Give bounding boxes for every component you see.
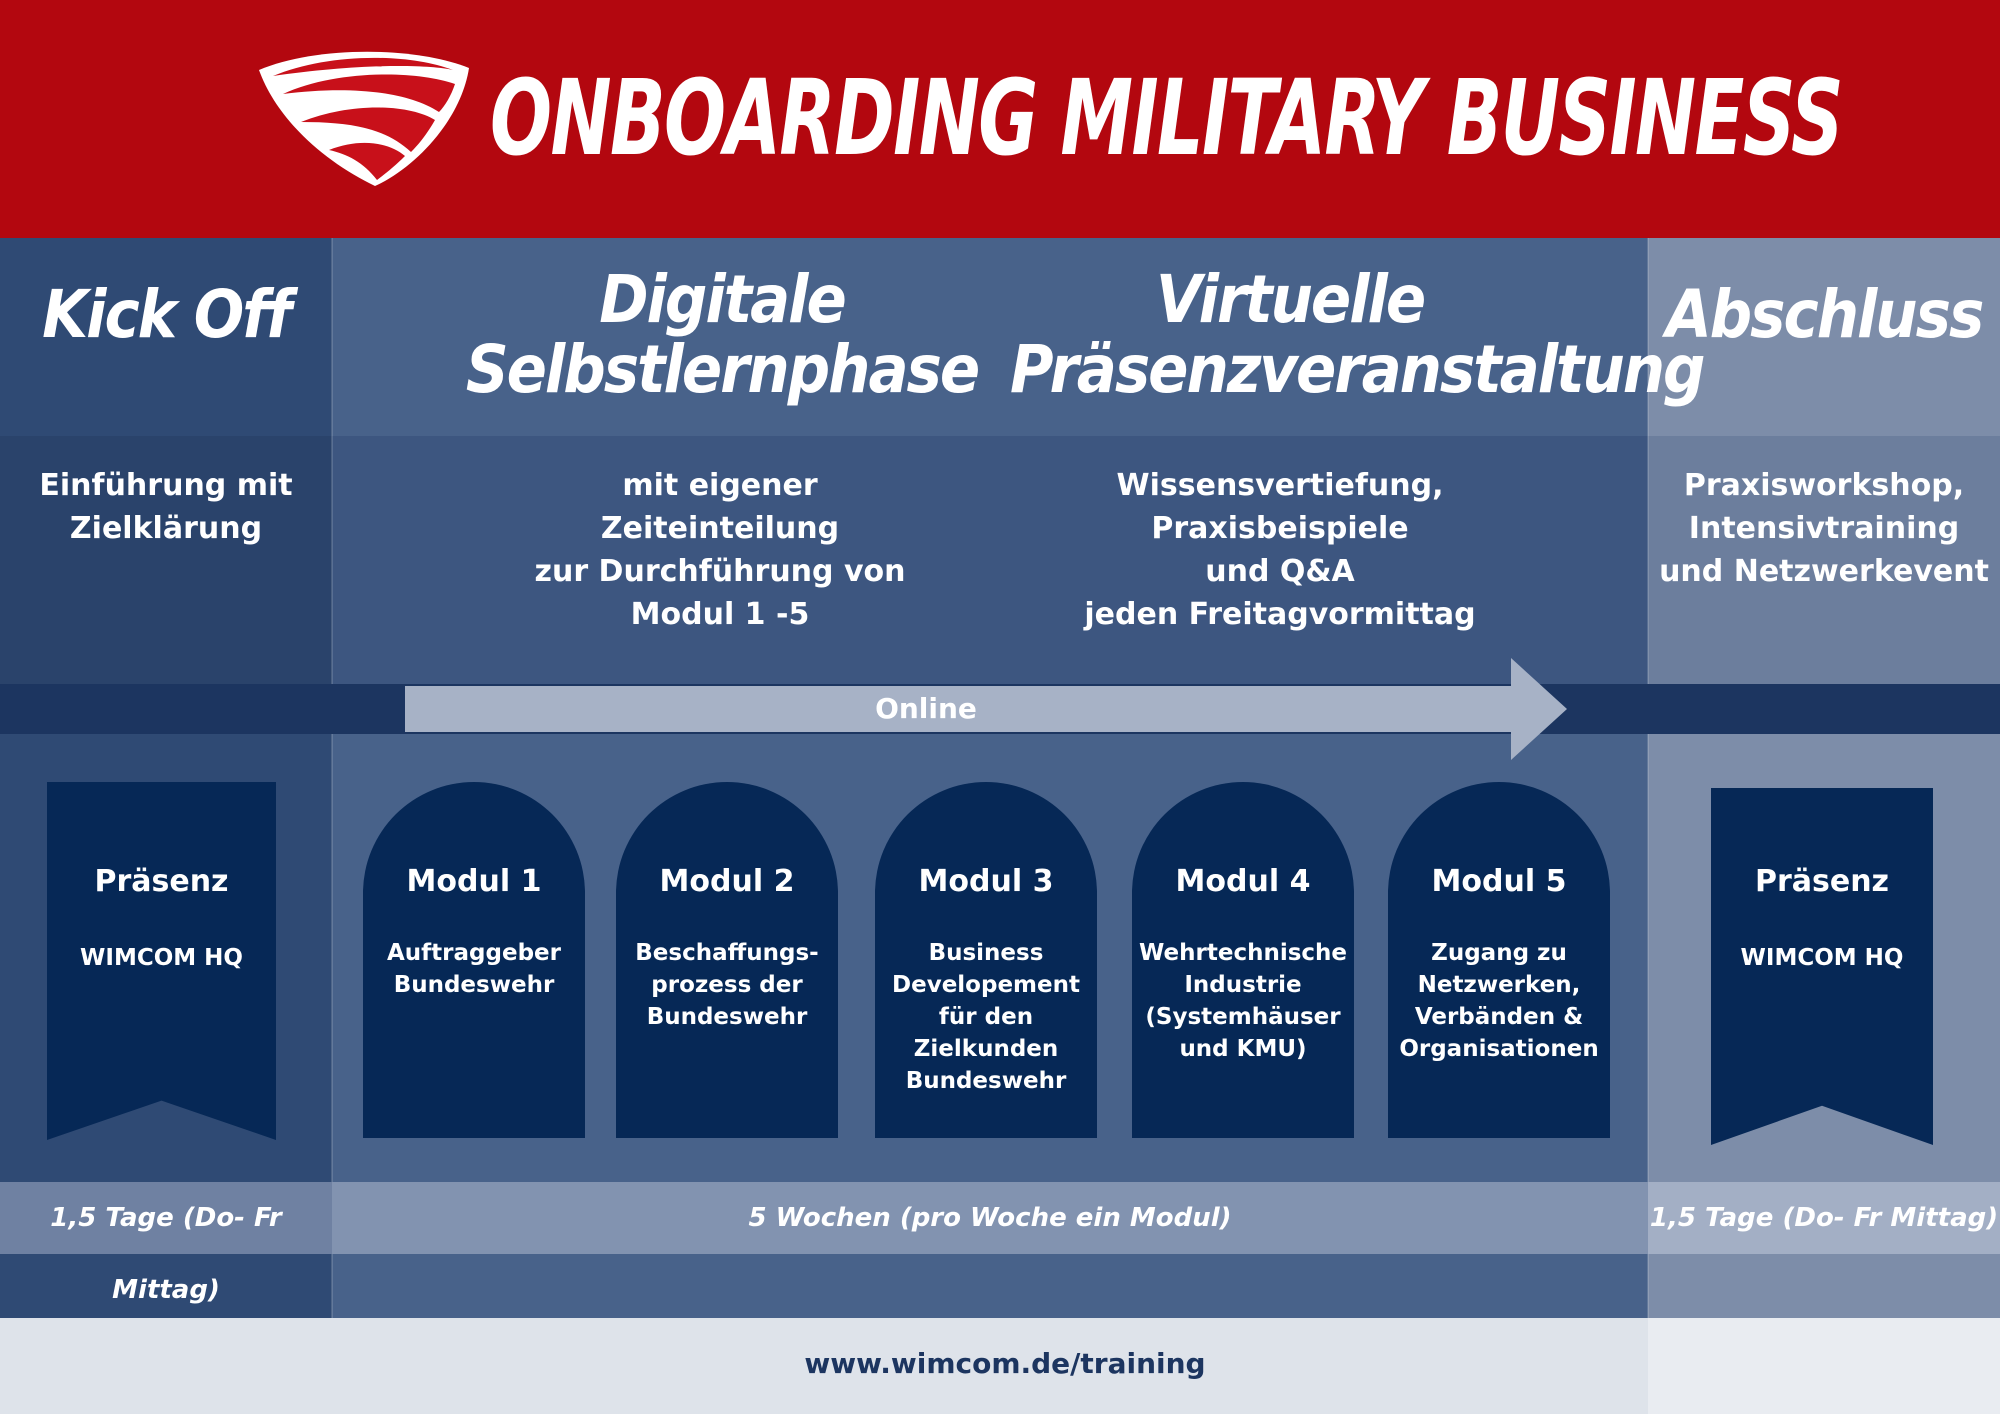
shield-wave-logo: [259, 51, 469, 186]
phase-title-kick-off: Kick Off: [42, 276, 292, 353]
card-location: WIMCOM HQ: [80, 945, 243, 971]
closing-description-band: [1648, 436, 2000, 684]
column-divider: [1647, 238, 1649, 1318]
kick-off-description: Einführung mit Zielklärung: [39, 468, 293, 546]
module-title: Modul 1: [406, 864, 542, 899]
kick-off-description-band: [0, 436, 332, 684]
duration-closing: 1,5 Tage (Do- Fr Mittag): [1648, 1182, 2000, 1254]
duration-middle: 5 Wochen (pro Woche ein Modul): [332, 1182, 1648, 1254]
closing-presence-card: Präsenz WIMCOM HQ: [1711, 788, 1933, 1145]
module-title: Modul 5: [1431, 864, 1567, 899]
module-title: Modul 4: [1175, 864, 1311, 899]
module-description: Wehrtechnische Industrie (Systemhäuser u…: [1138, 940, 1348, 1062]
arrow-right-icon: [405, 658, 1567, 760]
card-title: Präsenz: [1754, 864, 1890, 899]
kick-off-column: [0, 238, 332, 1318]
phase-title-closing: Abschluss: [1665, 276, 1985, 353]
module-title: Modul 2: [659, 864, 795, 899]
virtual-description: Wissensvertiefung, Praxisbeispiele und Q…: [1084, 468, 1476, 632]
module-card-3: Modul 3 Business Developement für den Zi…: [875, 782, 1097, 1138]
module-description: Beschaffungs- prozess der Bundeswehr: [635, 940, 819, 1030]
page-title: ONBOARDING MILITARY BUSINESS: [490, 57, 1844, 179]
card-title: Präsenz: [94, 864, 229, 899]
closing-column: [1648, 238, 2000, 1318]
learning-column: [332, 238, 1648, 1318]
digital-description: mit eigener Zeiteinteilung zur Durchführ…: [534, 468, 906, 632]
phase-title-virtual: Virtuelle Präsenzveranstaltung: [1010, 261, 1706, 408]
closing-description: Praxisworkshop, Intensivtraining und Net…: [1659, 468, 1989, 589]
online-label: Online: [875, 692, 977, 725]
module-card-5: Modul 5 Zugang zu Netzwerken, Verbänden …: [1388, 782, 1610, 1138]
module-description: Auftraggeber Bundeswehr: [387, 940, 561, 998]
module-description: Zugang zu Netzwerken, Verbänden & Organi…: [1399, 940, 1599, 1062]
module-description: Business Developement für den Zielkunden…: [892, 940, 1080, 1094]
column-divider: [331, 238, 333, 1318]
module-card-4: Modul 4 Wehrtechnische Industrie (System…: [1132, 782, 1354, 1138]
module-card-1: Modul 1 Auftraggeber Bundeswehr: [363, 782, 585, 1138]
kick-off-presence-card: Präsenz WIMCOM HQ: [47, 782, 276, 1140]
duration-kick-off: 1,5 Tage (Do- Fr Mittag): [0, 1182, 332, 1305]
module-card-2: Modul 2 Beschaffungs- prozess der Bundes…: [616, 782, 838, 1138]
footer-closing-segment: [1648, 1318, 2000, 1414]
footer-url-link[interactable]: www.wimcom.de/training: [804, 1347, 1206, 1380]
card-location: WIMCOM HQ: [1740, 945, 1904, 971]
learning-description-band: [332, 436, 1648, 684]
phase-title-digital: Digitale Selbstlernphase: [465, 261, 980, 408]
module-title: Modul 3: [918, 864, 1054, 899]
